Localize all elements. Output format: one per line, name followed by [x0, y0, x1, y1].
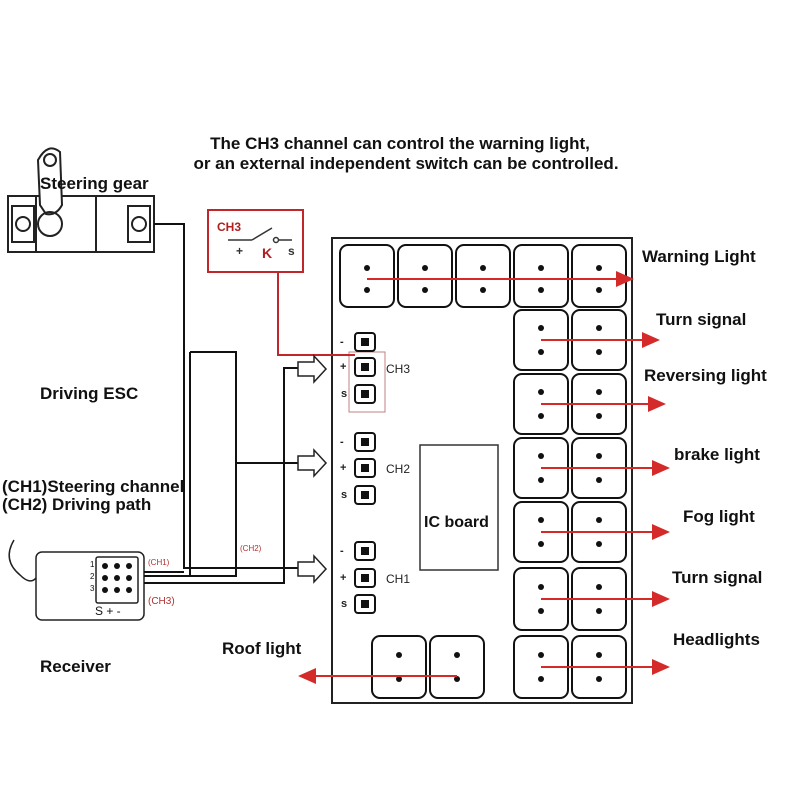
input-arrows [297, 354, 328, 584]
wire-ch3-label: (CH3) [148, 596, 175, 607]
ch3-switch-box [207, 209, 355, 356]
warning-light-connectors [339, 244, 627, 308]
ch3-header [348, 332, 386, 413]
output-headlights: Headlights [673, 630, 760, 649]
ch2-label: CH2 [386, 462, 411, 476]
ch1-channel-label: (CH1)Steering channel [2, 477, 185, 496]
switch-s-label: s [288, 244, 295, 258]
output-fog-light: Fog light [683, 507, 755, 526]
right-connector-dots [538, 325, 602, 682]
steering-gear-icon [7, 147, 155, 253]
ch1-pin-plus: + [340, 572, 347, 584]
ch1-header [354, 541, 376, 614]
output-turn-signal-2: Turn signal [672, 568, 763, 587]
output-warning-light: Warning Light [642, 247, 756, 266]
wiring [144, 223, 300, 584]
ch1-pin-minus: - [340, 545, 344, 557]
switch-plus-label: + [236, 244, 244, 258]
ch3-pin-plus: + [340, 361, 347, 373]
ch2-header [354, 432, 376, 505]
controller-board [331, 237, 633, 704]
roof-light-connectors [371, 635, 485, 699]
ch3-pin-minus: - [340, 336, 344, 348]
ch3-label: CH3 [386, 362, 411, 376]
ch2-pin-plus: + [340, 462, 347, 474]
ch2-channel-label: (CH2) Driving path [2, 495, 152, 514]
ch3-pin-s: s [341, 388, 348, 400]
output-brake-light: brake light [674, 445, 760, 464]
output-reversing-light: Reversing light [644, 366, 767, 385]
receiver-pin-3: 3 [90, 584, 95, 593]
ch1-label: CH1 [386, 572, 411, 586]
ch2-pin-s: s [341, 489, 348, 501]
driving-esc-label: Driving ESC [40, 384, 139, 403]
ch1-pin-s: s [341, 598, 348, 610]
output-arrows [298, 271, 670, 684]
notice-line-1: The CH3 channel can control the warning … [210, 134, 590, 153]
ic-board-chip [419, 444, 499, 571]
wire-ch2-label: (CH2) [240, 544, 262, 553]
ic-board-label: IC board [424, 514, 489, 531]
output-roof-light: Roof light [222, 639, 302, 658]
receiver-pin-legend: S + - [95, 604, 121, 618]
switch-ch3-label: CH3 [217, 220, 242, 234]
steering-gear-label: Steering gear [40, 174, 149, 193]
receiver-icon [8, 539, 145, 621]
ch2-pin-minus: - [340, 436, 344, 448]
notice-line-2: or an external independent switch can be… [193, 154, 619, 173]
receiver-pin-1: 1 [90, 560, 95, 569]
right-connector-column [513, 309, 627, 699]
receiver-label: Receiver [40, 657, 111, 676]
output-turn-signal-1: Turn signal [656, 310, 747, 329]
receiver-pin-2: 2 [90, 572, 95, 581]
wire-ch1-label: (CH1) [148, 558, 170, 567]
switch-k-label: K [262, 245, 273, 261]
